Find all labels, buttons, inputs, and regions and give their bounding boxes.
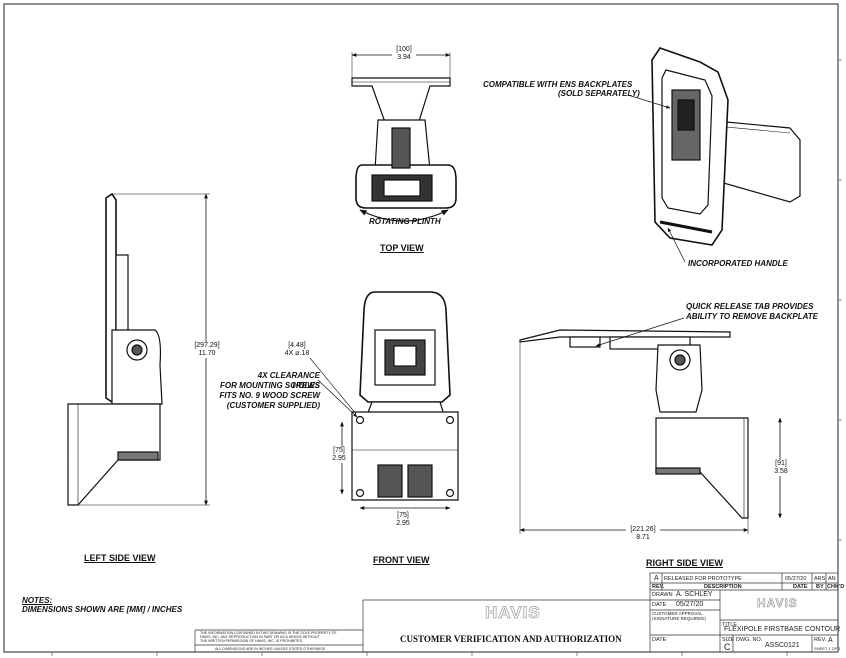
dim-front-h-in: 2.95	[332, 455, 346, 462]
rev-description: RELEASED FOR PROTOTYPE	[664, 576, 742, 582]
confidential-line-4: ALL DIMENSIONS ARE IN INCHES UNLESS STAT…	[215, 647, 326, 651]
callout-sold-separately: (SOLD SEPARATELY)	[558, 89, 640, 98]
border-tick-marks	[51, 59, 842, 656]
sheet-border	[3, 3, 839, 653]
dim-height-mm: [297.29]	[194, 342, 220, 349]
approval-label: CUSTOMER APPROVAL	[652, 611, 703, 616]
date-label: DATE	[652, 602, 667, 608]
callout-clearance-3: FITS NO. 9 WOOD SCREW	[219, 391, 320, 400]
dim-front-h-mm: [75]	[333, 447, 345, 454]
havis-logo-large: HAVIS	[485, 603, 541, 623]
callout-quick-release-1: QUICK RELEASE TAB PROVIDES	[686, 302, 814, 311]
chkd-header: CHK'D	[827, 584, 845, 590]
title-value: FLEXIPOLE FIRSTBASE CONTOUR	[724, 626, 841, 633]
callout-rotating-plinth: ROTATING PLINTH	[369, 217, 441, 226]
dim-front-height: [75] 2.95	[327, 447, 351, 463]
rev-by: ARS	[814, 576, 826, 582]
rev-date: 05/27/20	[785, 576, 807, 582]
rev-label: REV.	[814, 637, 827, 643]
dim-right-w-in: 8.71	[636, 534, 650, 541]
approval-sub: (SIGNATURE REQUIRED)	[652, 616, 706, 621]
callout-compatible: COMPATIBLE WITH ENS BACKPLATES	[483, 80, 633, 89]
left-side-view-title: LEFT SIDE VIEW	[84, 553, 156, 563]
dim-right-height: [91] 3.58	[770, 460, 792, 476]
callout-quick-release-2: ABILITY TO REMOVE BACKPLATE	[686, 312, 819, 321]
description-header: DESCRIPTION	[704, 584, 742, 590]
title-label: TITLE	[722, 622, 737, 628]
dim-hole: [4.48] 4X ⌀.18	[283, 342, 311, 358]
rev-value: A	[828, 637, 833, 644]
confidential-line-2: HAVIS, INC. ANY REPRODUCTION IN PART OR …	[200, 635, 320, 639]
dim-right-h-mm: [91]	[775, 460, 787, 467]
dim-height-in: 11.70	[198, 350, 216, 357]
dwg-value: ASSC0121	[765, 642, 800, 649]
date2-label: DATE	[652, 637, 667, 643]
dim-overall-height: [297.29] 11.70	[188, 342, 226, 358]
drawn-by: A. SCHLEY	[676, 591, 713, 598]
dim-top-width: [100] 3.94	[392, 46, 416, 62]
callout-incorporated-handle: INCORPORATED HANDLE	[688, 259, 788, 268]
left-side-view-drawing	[67, 192, 163, 506]
havis-logo-small: HAVIS	[757, 596, 798, 611]
by-header: BY	[816, 584, 824, 590]
front-view-title: FRONT VIEW	[373, 555, 430, 565]
rev-header: REV.	[652, 584, 665, 590]
front-view-drawing	[351, 291, 459, 501]
dwg-label: DWG. NO.	[736, 637, 763, 643]
dim-hole-mm: [4.48]	[288, 342, 306, 349]
date-header: DATE	[793, 584, 808, 590]
dim-right-h-in: 3.58	[774, 468, 788, 475]
isometric-view-drawing	[651, 47, 801, 246]
dim-top-width-mm: [100]	[396, 46, 412, 53]
sheet-label: SHEET 1 OF 1	[814, 646, 841, 651]
date-value: 05/27/20	[676, 601, 704, 608]
title-block-grid	[194, 572, 839, 653]
size-value: C	[724, 642, 731, 652]
dim-hole-in: 4X ⌀.18	[284, 350, 310, 357]
dim-front-width: [75] 2.95	[391, 512, 415, 528]
dim-right-w-mm: [221.26]	[630, 526, 656, 533]
top-view-title: TOP VIEW	[380, 243, 424, 253]
size-label: SIZE	[722, 637, 735, 643]
clearance-leader	[317, 379, 358, 418]
notes-title: NOTES:	[22, 596, 53, 605]
rev-letter: A	[654, 575, 659, 582]
dim-top-width-in: 3.94	[397, 54, 411, 61]
callout-clearance-2: FOR MOUNTING SCREWS	[220, 381, 320, 390]
right-side-view-drawing	[519, 329, 749, 519]
quick-release-leader	[595, 317, 685, 347]
dim-front-w-mm: [75]	[397, 512, 409, 519]
callout-clearance-4: (CUSTOMER SUPPLIED)	[226, 401, 320, 410]
drawn-label: DRAWN	[652, 592, 673, 598]
dim-right-width: [221.26] 8.71	[626, 526, 660, 542]
confidential-line-3: THE WRITTEN PERMISSION OF HAVIS, INC. IS…	[200, 639, 304, 643]
verification-title: CUSTOMER VERIFICATION AND AUTHORIZATION	[400, 634, 622, 644]
dim-front-w-in: 2.95	[396, 520, 410, 527]
top-view-drawing	[351, 77, 457, 222]
handle-leader	[667, 227, 686, 263]
confidential-line-1: THE INFORMATION CONTAINED IN THIS DRAWIN…	[200, 631, 337, 635]
notes-line-1: DIMENSIONS SHOWN ARE [MM] / INCHES	[22, 605, 183, 614]
right-side-view-title: RIGHT SIDE VIEW	[646, 558, 724, 568]
rev-chk: AN	[828, 576, 836, 582]
compatible-leader	[627, 94, 671, 109]
callout-clearance-1: 4X CLEARANCE HOLES	[257, 371, 320, 390]
